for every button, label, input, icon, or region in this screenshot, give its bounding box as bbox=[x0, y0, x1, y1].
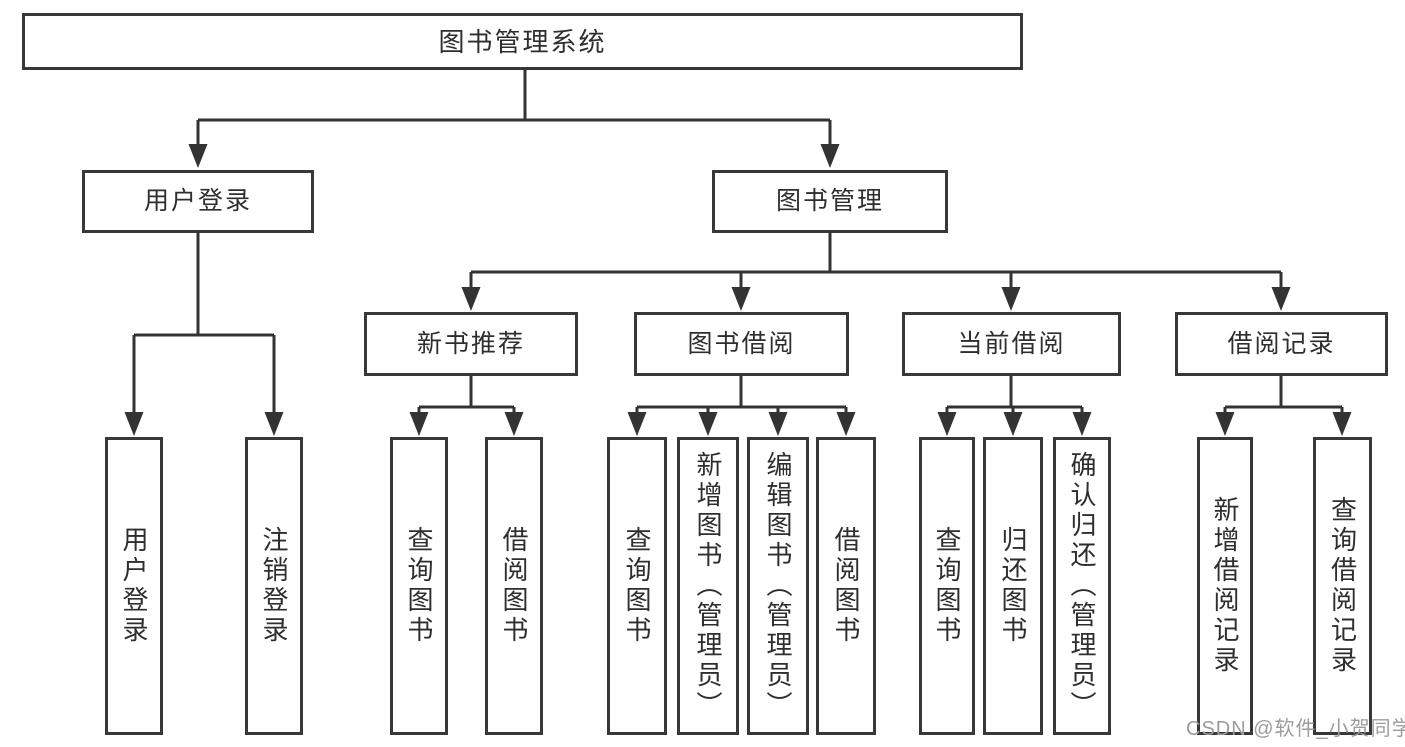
connector-edges bbox=[132, 70, 1344, 413]
node-current-borrow: 当前借阅 bbox=[902, 312, 1121, 376]
node-new-book-recommend: 新书推荐 bbox=[364, 312, 578, 376]
leaf-records-add-record-label: 新增借阅记录 bbox=[1210, 496, 1240, 676]
leaf-borrow-query-books-label: 查询图书 bbox=[622, 526, 652, 646]
leaf-current-return-books-label: 归还图书 bbox=[998, 526, 1028, 646]
node-library-management-system-label: 图书管理系统 bbox=[438, 26, 607, 57]
node-borrow-records: 借阅记录 bbox=[1175, 312, 1388, 376]
leaf-newbook-query-books: 查询图书 bbox=[390, 437, 448, 735]
node-current-borrow-label: 当前借阅 bbox=[957, 329, 1066, 358]
leaf-current-return-books: 归还图书 bbox=[983, 437, 1043, 735]
leaf-newbook-borrow-books: 借阅图书 bbox=[485, 437, 543, 735]
node-new-book-recommend-label: 新书推荐 bbox=[416, 329, 525, 358]
leaf-current-query-books-label: 查询图书 bbox=[932, 526, 962, 646]
node-book-management-label: 图书管理 bbox=[775, 187, 884, 215]
leaf-logout: 注销登录 bbox=[245, 437, 303, 735]
leaf-borrow-query-books: 查询图书 bbox=[607, 437, 667, 735]
leaf-newbook-query-books-label: 查询图书 bbox=[404, 526, 434, 646]
node-book-management: 图书管理 bbox=[712, 170, 948, 233]
leaf-borrow-borrow-books-label: 借阅图书 bbox=[831, 526, 861, 646]
node-book-borrow-label: 图书借阅 bbox=[687, 329, 796, 358]
node-user-login: 用户登录 bbox=[82, 170, 314, 233]
leaf-records-add-record: 新增借阅记录 bbox=[1197, 437, 1253, 735]
node-borrow-records-label: 借阅记录 bbox=[1227, 329, 1336, 358]
node-user-login-label: 用户登录 bbox=[143, 187, 252, 215]
node-book-borrow: 图书借阅 bbox=[634, 312, 849, 376]
leaf-borrow-edit-books-admin: 编辑图书（管理员） bbox=[747, 437, 809, 735]
leaf-borrow-add-books-admin-label: 新增图书（管理员） bbox=[693, 451, 723, 721]
leaf-logout-label: 注销登录 bbox=[259, 526, 289, 646]
leaf-borrow-edit-books-admin-label: 编辑图书（管理员） bbox=[763, 451, 793, 721]
leaf-newbook-borrow-books-label: 借阅图书 bbox=[499, 526, 529, 646]
leaf-records-query-record: 查询借阅记录 bbox=[1313, 437, 1372, 735]
leaf-records-query-record-label: 查询借阅记录 bbox=[1327, 496, 1358, 676]
leaf-borrow-borrow-books: 借阅图书 bbox=[816, 437, 876, 735]
csdn-watermark: CSDN @软件_小贺同学 bbox=[1186, 718, 1405, 740]
arrowheads bbox=[124, 144, 1352, 436]
leaf-user-login: 用户登录 bbox=[105, 437, 163, 735]
leaf-current-query-books: 查询图书 bbox=[919, 437, 975, 735]
leaf-current-confirm-return-admin: 确认归还（管理员） bbox=[1053, 437, 1111, 735]
node-library-management-system: 图书管理系统 bbox=[22, 13, 1023, 70]
leaf-current-confirm-return-admin-label: 确认归还（管理员） bbox=[1067, 451, 1097, 721]
leaf-borrow-add-books-admin: 新增图书（管理员） bbox=[677, 437, 739, 735]
leaf-user-login-label: 用户登录 bbox=[119, 526, 149, 646]
